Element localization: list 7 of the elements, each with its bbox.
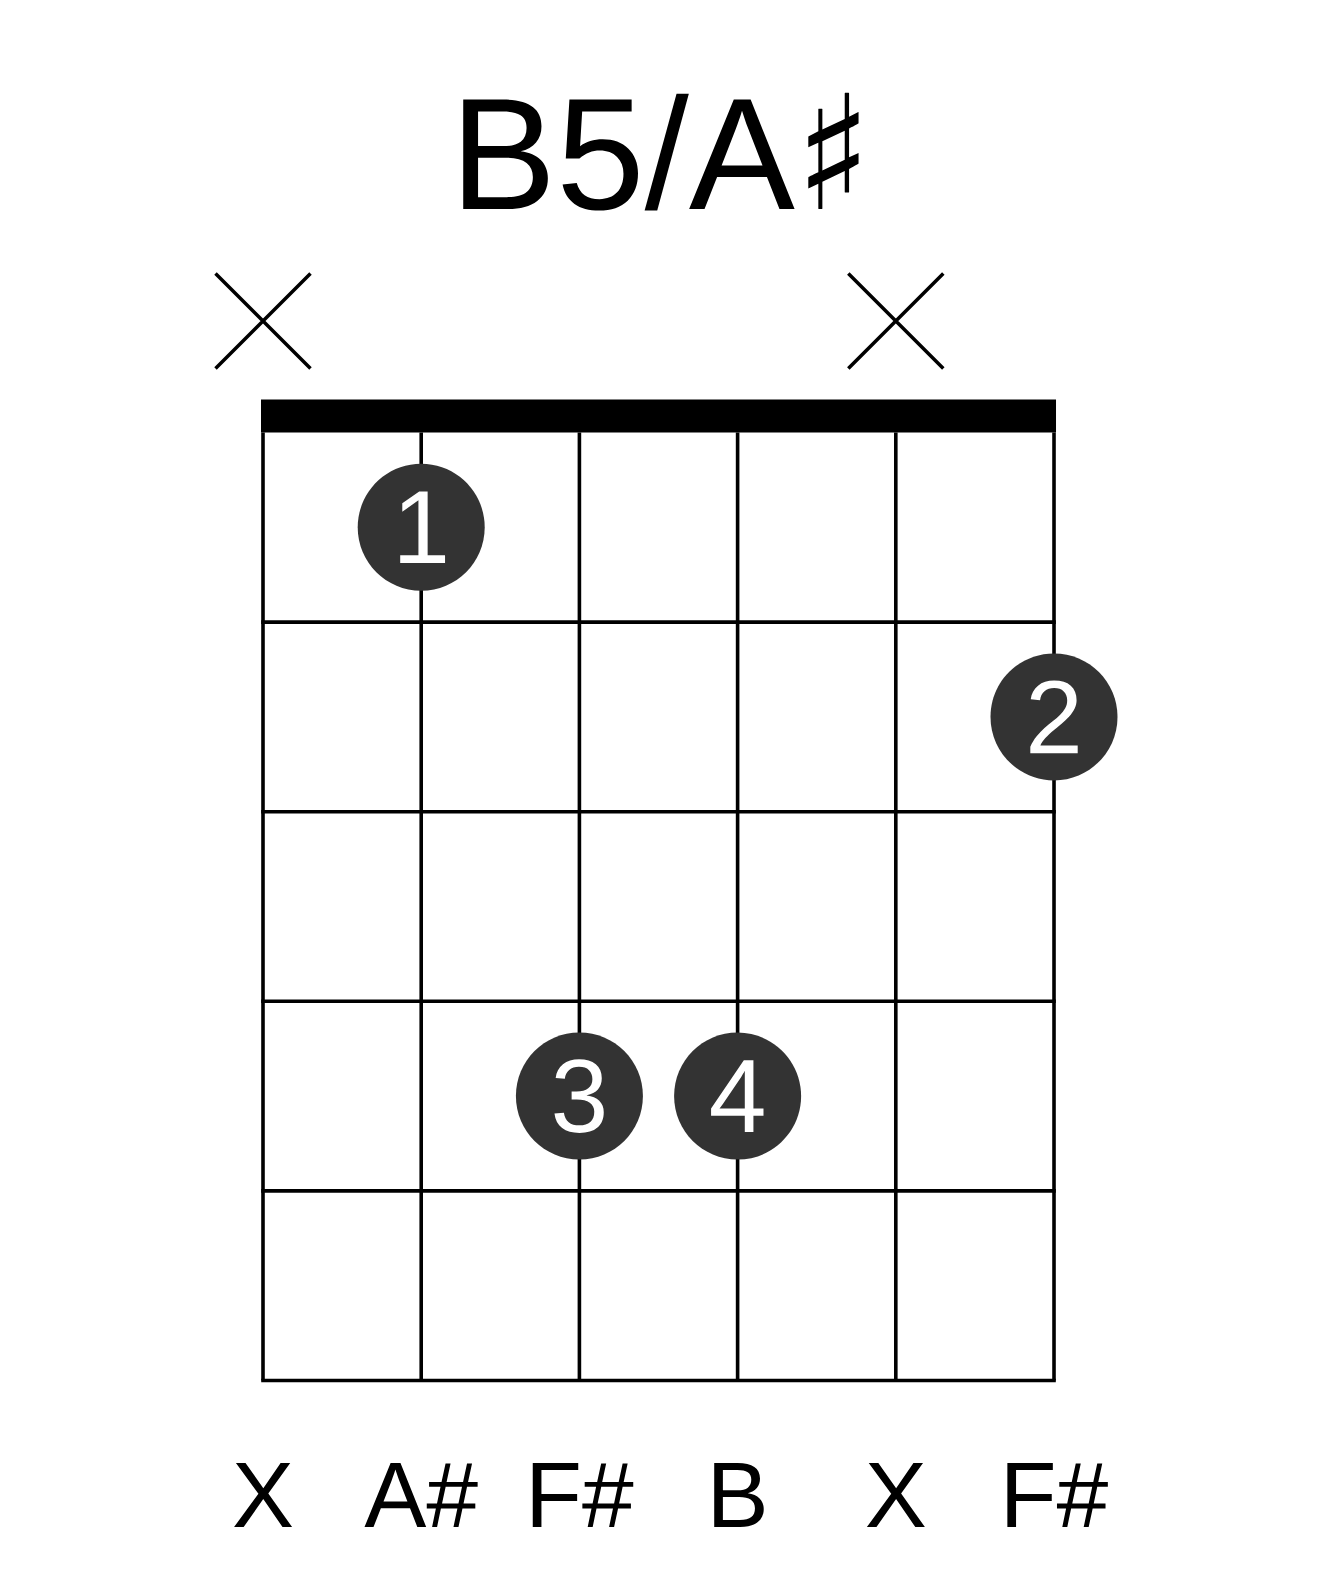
chord-title: B5/A♯ [463,92,859,211]
note-label: X [234,1463,293,1527]
note-label: B [714,1463,764,1527]
note-label: X [866,1463,925,1527]
note-label: F# [532,1463,634,1527]
note-label: A# [364,1463,478,1527]
note-label: F# [1007,1463,1108,1527]
